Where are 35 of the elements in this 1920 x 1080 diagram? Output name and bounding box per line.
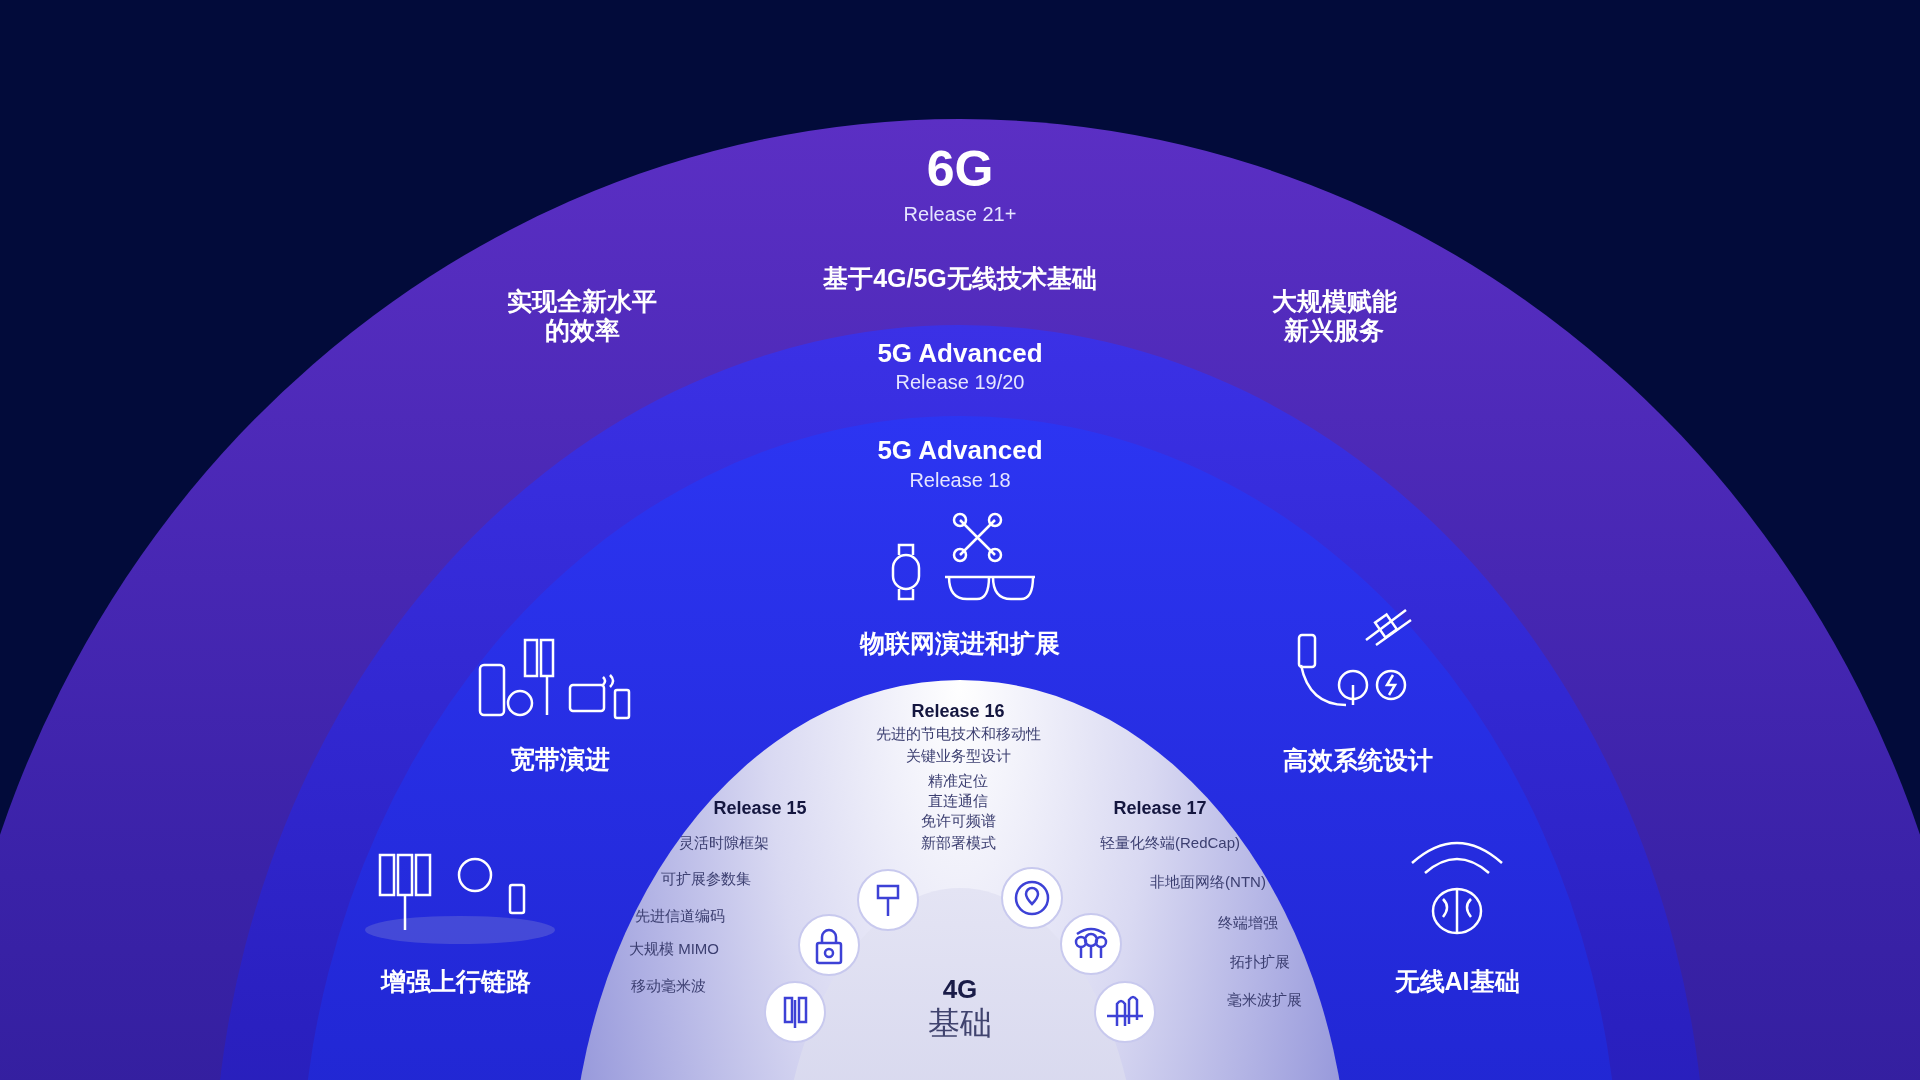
goal-heading: 大规模赋能新兴服务 <box>1270 287 1398 345</box>
generation-title: 4G <box>942 975 978 1005</box>
feature-item: 精准定位 <box>928 772 988 790</box>
foundation-label: 基础 <box>928 1004 992 1042</box>
goal-heading: 实现全新水平的效率 <box>506 287 658 345</box>
feature-item: 大规模 MIMO <box>629 940 719 958</box>
feature-item: 终端增强 <box>1218 914 1278 932</box>
feature-label: 增强上行链路 <box>381 966 531 996</box>
feature-item: 灵活时隙框架 <box>679 834 769 852</box>
release-label: Release 19/20 <box>895 370 1025 394</box>
stage-title: 5G Advanced <box>877 436 1043 466</box>
release-heading: Release 17 <box>1113 797 1207 819</box>
feature-item: 可扩展参数集 <box>661 870 751 888</box>
release-label: Release 21+ <box>903 202 1017 226</box>
release-label: Release 18 <box>909 468 1011 492</box>
feature-item: 轻量化终端(RedCap) <box>1100 834 1240 852</box>
feature-item: 直连通信 <box>928 792 988 810</box>
release-heading: Release 15 <box>713 797 807 819</box>
feature-item: 免许可频谱 <box>920 812 996 830</box>
feature-item: 毫米波扩展 <box>1226 991 1302 1009</box>
generation-title: 6G <box>926 141 994 199</box>
feature-item: 非地面网络(NTN) <box>1150 873 1266 891</box>
feature-item: 关键业务型设计 <box>905 747 1011 765</box>
release-heading: Release 16 <box>911 700 1005 722</box>
feature-label: 宽带演进 <box>510 744 610 774</box>
feature-item: 先进的节电技术和移动性 <box>875 725 1041 743</box>
feature-label: 高效系统设计 <box>1283 745 1433 775</box>
feature-label: 物联网演进和扩展 <box>860 628 1060 658</box>
stage-title: 5G Advanced <box>877 339 1043 369</box>
goal-heading: 基于4G/5G无线技术基础 <box>823 263 1097 293</box>
feature-item: 先进信道编码 <box>635 907 725 925</box>
feature-item: 移动毫米波 <box>630 977 706 995</box>
feature-label: 无线AI基础 <box>1394 966 1520 996</box>
feature-item: 拓扑扩展 <box>1230 953 1290 971</box>
feature-item: 新部署模式 <box>920 834 996 852</box>
